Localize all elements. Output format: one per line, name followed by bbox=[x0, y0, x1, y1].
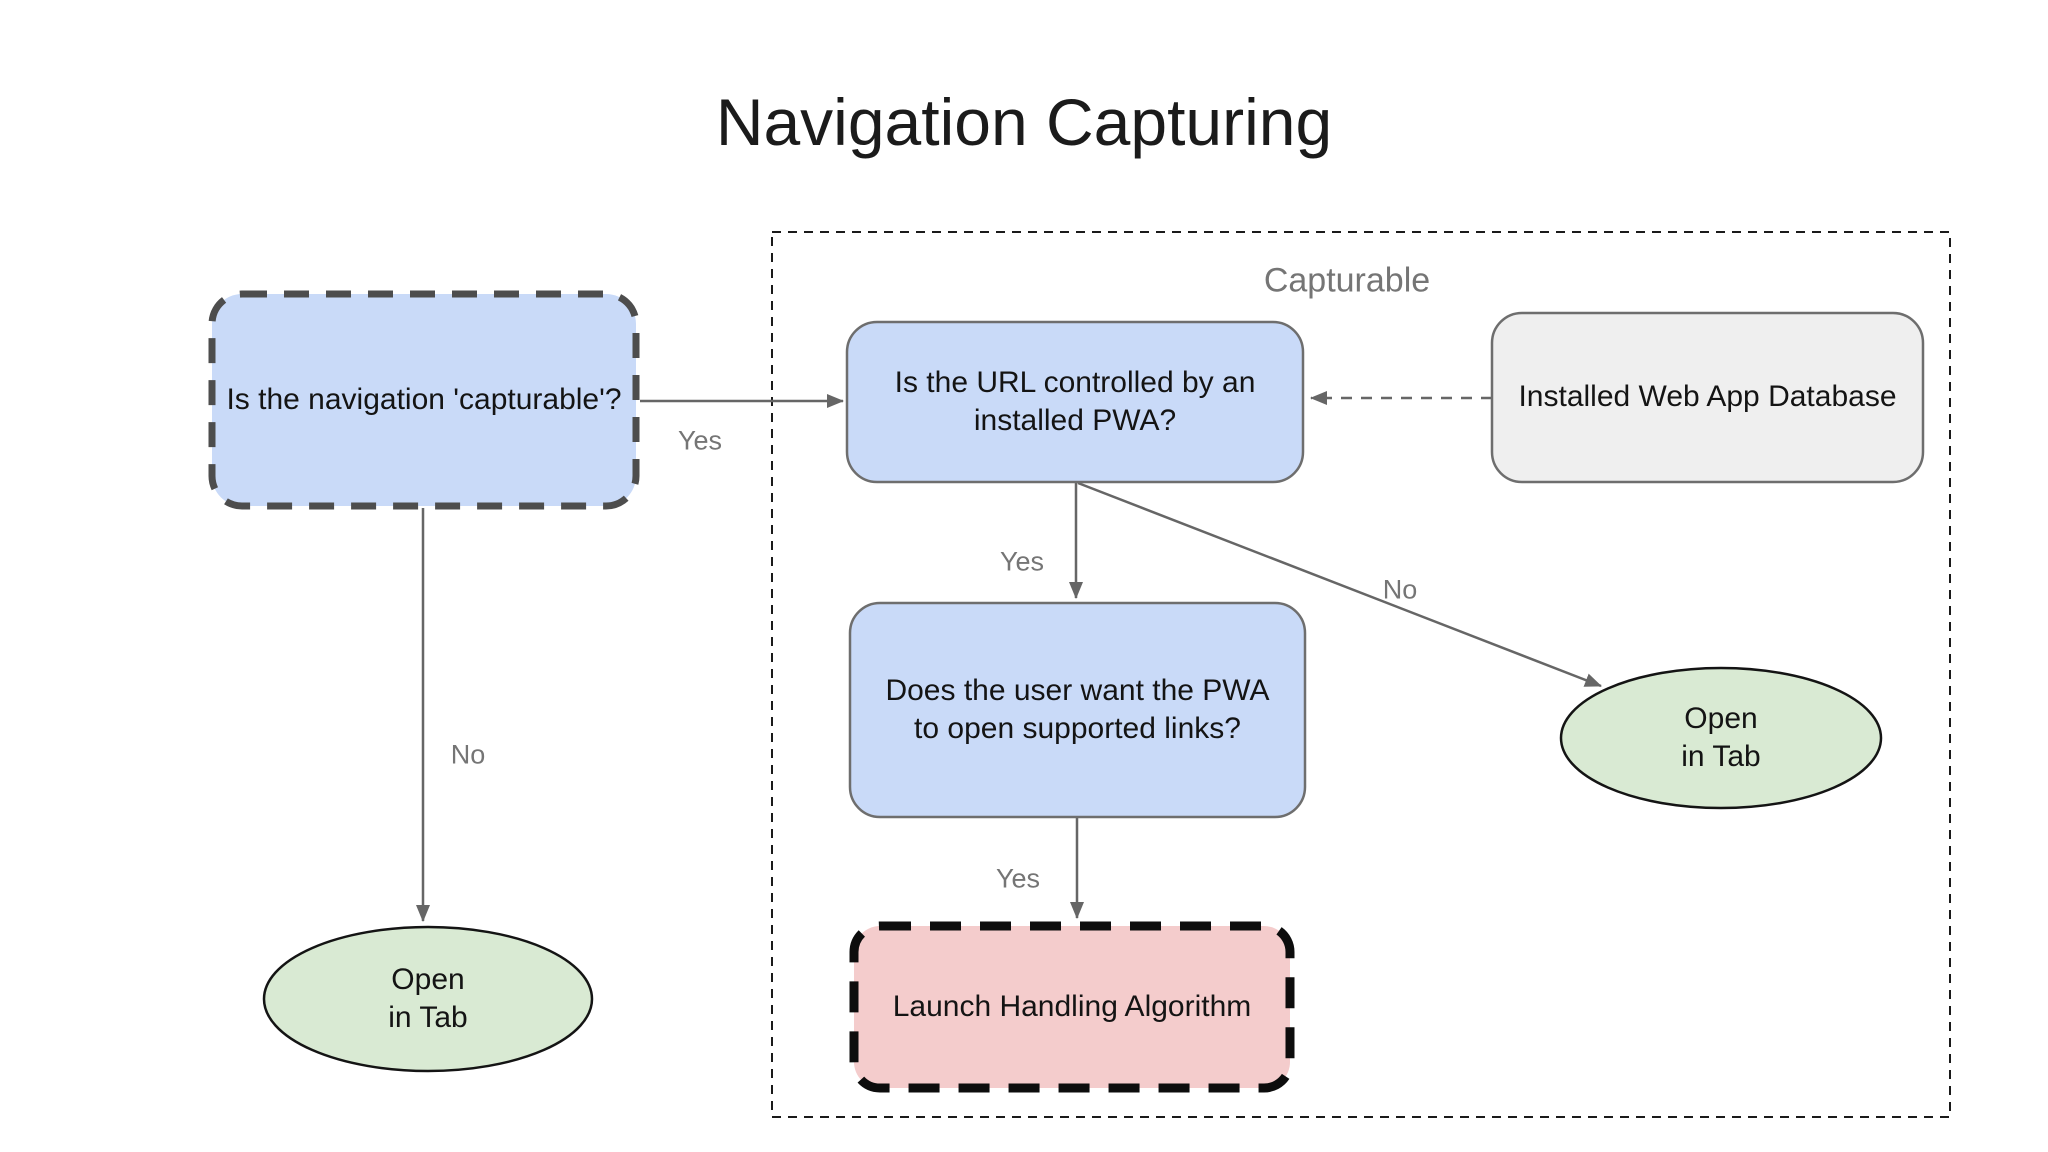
node-open-in-tab-right bbox=[1559, 666, 1883, 810]
node-open-in-tab-left bbox=[262, 925, 594, 1073]
node-text-does-user-want: Does the user want the PWA to open suppo… bbox=[885, 673, 1270, 745]
edge-label-url-no: No bbox=[1382, 574, 1418, 605]
node-does-user-want bbox=[848, 601, 1307, 819]
edge-label-url-yes: Yes bbox=[999, 546, 1045, 577]
edge-label-capturable-no: No bbox=[450, 739, 486, 770]
edge-label-capturable-yes: Yes bbox=[677, 425, 723, 456]
capturable-group-container bbox=[771, 231, 1951, 1118]
node-launch-handling-algorithm bbox=[849, 921, 1295, 1093]
node-text-open-in-tab-left: Open in Tab bbox=[388, 962, 468, 1034]
node-text-launch-handling-algorithm: Launch Handling Algorithm bbox=[892, 989, 1252, 1023]
edge-url-no-arrow bbox=[1077, 481, 1602, 688]
node-installed-web-app-database bbox=[1490, 311, 1925, 484]
node-text-open-in-tab-right: Open in Tab bbox=[1681, 701, 1761, 773]
capturable-group-label: Capturable bbox=[1263, 261, 1431, 300]
node-text-is-navigation-capturable: Is the navigation 'capturable'? bbox=[226, 382, 622, 416]
node-is-navigation-capturable bbox=[208, 290, 640, 510]
node-is-url-controlled bbox=[845, 320, 1305, 484]
page-title: Navigation Capturing bbox=[715, 85, 1333, 159]
node-text-is-url-controlled: Is the URL controlled by an installed PW… bbox=[894, 365, 1256, 437]
edge-label-user-yes: Yes bbox=[995, 863, 1041, 894]
node-text-installed-web-app-database: Installed Web App Database bbox=[1518, 380, 1897, 414]
